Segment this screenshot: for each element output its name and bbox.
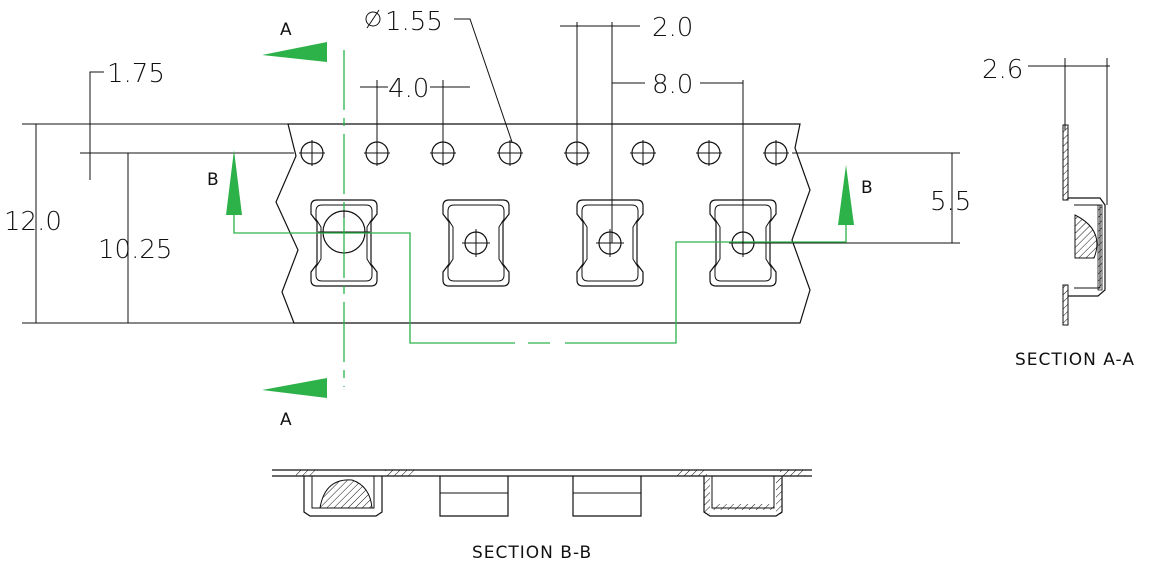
section-lines	[226, 42, 854, 398]
pockets	[310, 199, 777, 287]
marker-b-right: B	[861, 178, 873, 198]
marker-a-top: A	[280, 20, 292, 40]
section-aa-view	[1062, 124, 1106, 326]
tape-outline	[275, 123, 811, 324]
svg-text:10.25: 10.25	[98, 235, 172, 265]
caption-section-bb: SECTION B-B	[472, 543, 592, 563]
pocket	[576, 199, 644, 287]
pocket	[310, 199, 378, 287]
dim-pocket-offset: 10.25	[98, 153, 172, 323]
marker-b-left: B	[207, 170, 219, 190]
svg-text:1.55: 1.55	[385, 7, 443, 37]
svg-text:2.6: 2.6	[982, 55, 1023, 85]
dim-center-offset: 5.5	[930, 153, 971, 243]
svg-text:5.5: 5.5	[930, 187, 971, 217]
svg-text:4.0: 4.0	[388, 74, 429, 104]
section-b-arrow-right	[838, 165, 854, 225]
extension-lines	[22, 123, 960, 324]
dim-pocket-pitch: 8.0	[612, 70, 744, 243]
section-a-arrow-bottom	[262, 378, 327, 398]
svg-text:1.75: 1.75	[107, 59, 165, 89]
sprocket-holes	[299, 140, 789, 166]
pocket	[709, 199, 777, 287]
caption-section-aa: SECTION A-A	[1015, 350, 1135, 370]
svg-text:8.0: 8.0	[652, 70, 693, 100]
section-bb-view	[272, 469, 812, 517]
section-b-arrow-left	[226, 150, 242, 215]
dim-hole-to-pocket: 2.0	[560, 13, 693, 243]
dim-tape-width: 12.0	[4, 124, 62, 323]
pocket	[442, 199, 510, 287]
section-a-arrow-top	[262, 42, 327, 62]
marker-a-bottom: A	[280, 410, 292, 430]
svg-text:12.0: 12.0	[4, 207, 62, 237]
dim-hole-diameter: 1.55	[365, 7, 513, 143]
dim-hole-edge: 1.75	[89, 59, 165, 180]
dim-hole-pitch: 4.0	[360, 74, 470, 145]
svg-text:2.0: 2.0	[652, 13, 693, 43]
dim-depth: 2.6	[982, 55, 1110, 205]
